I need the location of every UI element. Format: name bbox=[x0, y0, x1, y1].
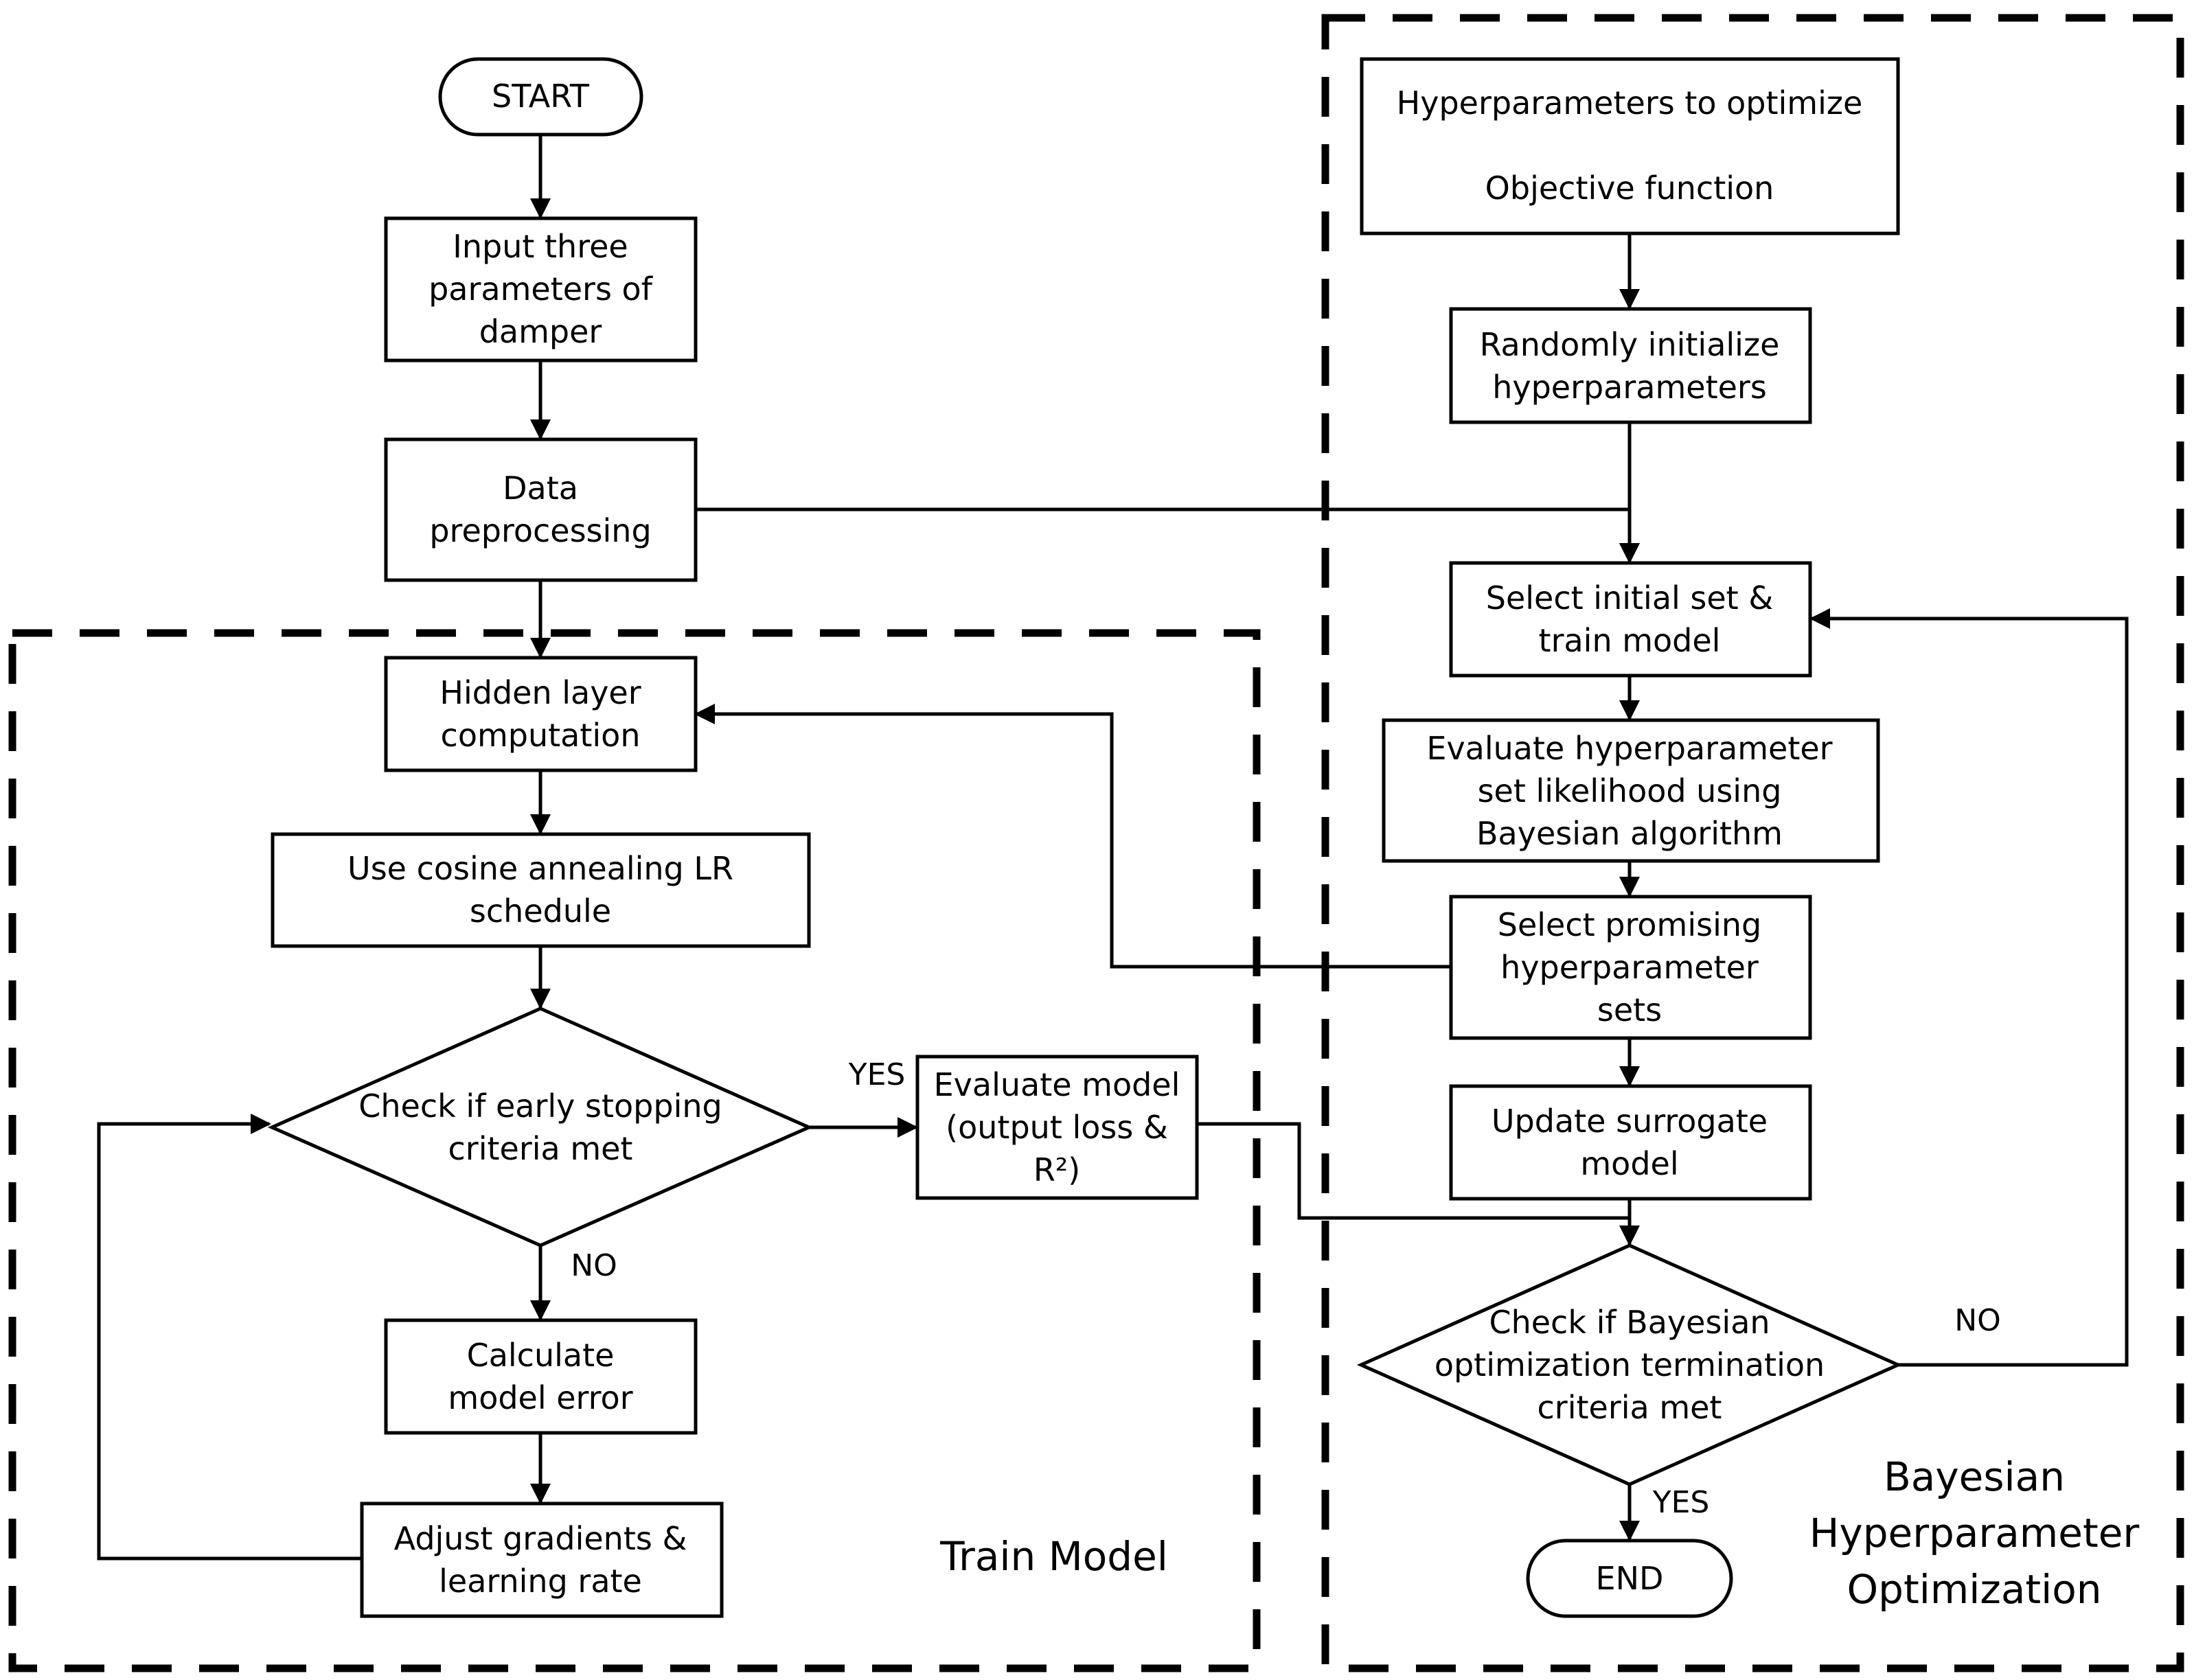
early-stopping-decision: Check if early stopping criteria met bbox=[267, 1006, 814, 1247]
early-stop-no-label: NO bbox=[571, 1248, 617, 1283]
calc_error-label-line-1: Calculate bbox=[467, 1337, 615, 1374]
hidden-label-line-2: computation bbox=[441, 717, 641, 754]
edge-select-promising-to-hidden bbox=[694, 704, 1451, 969]
adjust-gradients-box: Adjust gradients & learning rate bbox=[360, 1501, 724, 1618]
bayes-region-label-line-2: Hyperparameter bbox=[1809, 1510, 2140, 1556]
evaluate_hyper-label-line-3: Bayesian algorithm bbox=[1476, 815, 1783, 852]
start-label-line-1: START bbox=[492, 78, 590, 115]
select-initial-set-box: Select initial set & train model bbox=[1449, 561, 1812, 678]
adjust-label-line-1: Adjust gradients & bbox=[394, 1520, 687, 1557]
input-label-line-2: parameters of bbox=[428, 271, 654, 308]
input-label-line-3: damper bbox=[479, 313, 602, 350]
hyperparams-label-line-3: Objective function bbox=[1485, 170, 1774, 207]
train-model-region-label: Train Model bbox=[939, 1533, 1168, 1580]
preprocess-label-line-2: preprocessing bbox=[429, 512, 651, 549]
select_initial-label-line-1: Select initial set & bbox=[1486, 579, 1773, 617]
train-model-region-border bbox=[8, 629, 1261, 1672]
random_init-label-line-1: Randomly initialize bbox=[1480, 326, 1780, 363]
random-init-box: Randomly initialize hyperparameters bbox=[1449, 307, 1812, 424]
early_stop-label-line-2: criteria met bbox=[448, 1130, 633, 1167]
cosine-annealing-box: Use cosine annealing LR schedule bbox=[271, 832, 811, 948]
edge-adjust-loop-to-early-stop bbox=[97, 1114, 362, 1561]
select_promising-label-line-2: hyperparameter bbox=[1500, 949, 1759, 986]
end-label-line-1: END bbox=[1596, 1560, 1664, 1597]
bayes_check-label-line-3: criteria met bbox=[1538, 1389, 1722, 1426]
update_surrogate-label-line-2: model bbox=[1580, 1145, 1678, 1182]
bayes_check-label-line-2: optimization termination bbox=[1435, 1346, 1825, 1383]
hidden-label-line-1: Hidden layer bbox=[439, 674, 641, 711]
early_stop-label-line-1: Check if early stopping bbox=[358, 1088, 722, 1125]
bayes-yes-label: YES bbox=[1652, 1485, 1710, 1520]
data-preprocessing-box: Data preprocessing bbox=[384, 437, 698, 582]
bayes-termination-decision: Check if Bayesian optimization terminatio… bbox=[1356, 1243, 1903, 1486]
bayes-no-label: NO bbox=[1954, 1303, 2001, 1338]
input-parameters-box: Input three parameters of damper bbox=[384, 216, 698, 363]
edge-evaluate-to-bayes-check bbox=[1197, 1122, 1640, 1246]
select_initial-label-line-2: train model bbox=[1539, 622, 1721, 659]
connectors bbox=[97, 135, 2129, 1561]
calculate-error-box: Calculate model error bbox=[384, 1318, 698, 1435]
train-region-label-line-1: Train Model bbox=[939, 1533, 1168, 1580]
edge-bayes-check-no-to-select-initial bbox=[1809, 608, 2129, 1367]
bayes-region-label-line-1: Bayesian bbox=[1884, 1453, 2065, 1500]
evaluate_hyper-label-line-2: set likelihood using bbox=[1478, 772, 1782, 809]
adjust-label-line-2: learning rate bbox=[439, 1563, 642, 1600]
select_promising-label-line-3: sets bbox=[1597, 991, 1662, 1028]
cosine-label-line-2: schedule bbox=[470, 893, 611, 930]
preprocess-label-line-1: Data bbox=[503, 470, 578, 507]
select-promising-box: Select promising hyperparameter sets bbox=[1449, 895, 1812, 1040]
hidden-layer-box: Hidden layer computation bbox=[384, 656, 698, 772]
end-node: END bbox=[1526, 1539, 1733, 1618]
evaluate-model-box: Evaluate model (output loss & R²) bbox=[915, 1055, 1199, 1200]
hyperparams-label-line-1: Hyperparameters to optimize bbox=[1397, 84, 1863, 122]
evaluate_hyper-label-line-1: Evaluate hyperparameter bbox=[1426, 730, 1832, 767]
evaluate-label-line-1: Evaluate model bbox=[934, 1066, 1180, 1103]
evaluate-label-line-2: (output loss & bbox=[946, 1109, 1168, 1146]
cosine-label-line-1: Use cosine annealing LR bbox=[347, 850, 733, 887]
start-node: START bbox=[438, 57, 643, 137]
bayesian-optimization-region-border bbox=[1321, 14, 2184, 1672]
update-surrogate-box: Update surrogate model bbox=[1449, 1084, 1812, 1201]
evaluate-label-line-3: R²) bbox=[1033, 1151, 1080, 1188]
select_promising-label-line-1: Select promising bbox=[1498, 906, 1761, 943]
bayes-region-label-line-3: Optimization bbox=[1847, 1566, 2101, 1613]
bayes_check-label-line-1: Check if Bayesian bbox=[1489, 1304, 1770, 1341]
random_init-label-line-2: hyperparameters bbox=[1492, 369, 1767, 406]
calc_error-label-line-2: model error bbox=[448, 1379, 632, 1416]
update_surrogate-label-line-1: Update surrogate bbox=[1492, 1103, 1768, 1140]
edge-preprocess-to-select-initial bbox=[696, 507, 1640, 564]
early-stop-yes-label: YES bbox=[848, 1057, 906, 1092]
input-label-line-1: Input three bbox=[453, 228, 628, 265]
evaluate-hyperparameter-box: Evaluate hyperparameter set likelihood us… bbox=[1382, 718, 1880, 863]
